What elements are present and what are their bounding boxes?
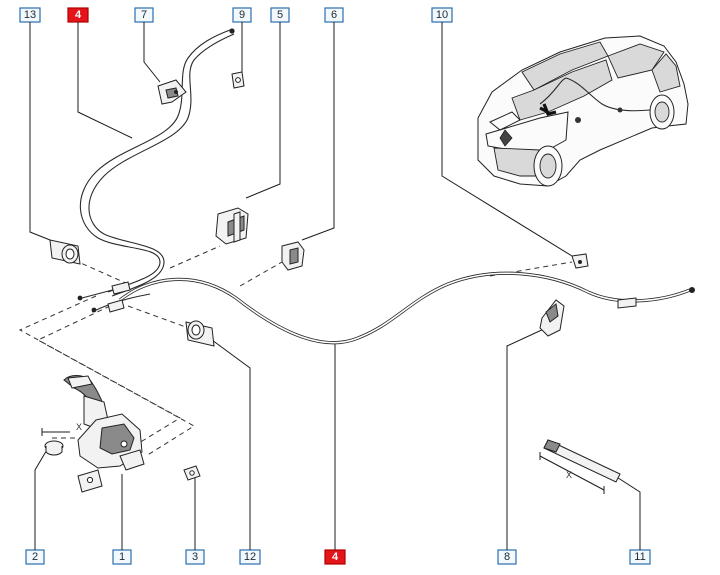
- callout-labels: 13 4 7 9 5 6 10 2: [19, 7, 651, 565]
- svg-text:3: 3: [192, 551, 198, 563]
- callout-6: 6: [324, 7, 344, 23]
- leader-lines: [29, 22, 641, 550]
- vehicle-illustration: [477, 35, 689, 187]
- svg-text:10: 10: [436, 9, 448, 21]
- callout-9: 9: [232, 7, 252, 23]
- callout-11: 11: [629, 549, 651, 565]
- part-7-bracket: [157, 79, 187, 105]
- callout-10: 10: [431, 7, 453, 23]
- svg-text:4: 4: [75, 9, 82, 21]
- svg-text:9: 9: [239, 9, 245, 21]
- callout-2: 2: [25, 549, 45, 565]
- svg-text:11: 11: [634, 551, 645, 563]
- svg-text:5: 5: [277, 9, 283, 21]
- part-13-grommet: [49, 239, 81, 265]
- svg-text:13: 13: [24, 9, 36, 21]
- part-3-nut: [183, 465, 201, 481]
- part-11-cable-tie: X: [539, 439, 621, 494]
- callout-8: 8: [497, 549, 517, 565]
- part-12-grommet: [185, 320, 215, 347]
- part-2-bolt: X: [41, 422, 82, 456]
- svg-text:6: 6: [331, 9, 337, 21]
- callout-4-bottom: 4: [324, 549, 346, 565]
- part-5-clamp: [215, 207, 249, 245]
- dimension-x-nut: X: [76, 422, 82, 432]
- part-10-clip: [571, 253, 589, 269]
- callout-5: 5: [270, 7, 290, 23]
- callout-1: 1: [112, 549, 132, 565]
- part-8-bracket: [539, 299, 565, 337]
- brake-cables: [77, 28, 695, 345]
- part-6-clip: [281, 241, 305, 271]
- part-9-clip: [231, 71, 245, 89]
- callout-7: 7: [134, 7, 154, 23]
- dimension-x-tie: X: [566, 470, 572, 480]
- svg-text:8: 8: [504, 551, 510, 563]
- part-1-handbrake-lever: [63, 375, 145, 493]
- callout-3: 3: [185, 549, 205, 565]
- svg-text:4: 4: [332, 551, 339, 563]
- svg-text:12: 12: [244, 551, 256, 563]
- callout-13: 13: [19, 7, 41, 23]
- callout-12: 12: [239, 549, 261, 565]
- svg-text:7: 7: [141, 9, 147, 21]
- svg-text:2: 2: [32, 551, 38, 563]
- callout-4-top: 4: [67, 7, 89, 23]
- svg-text:1: 1: [119, 551, 125, 563]
